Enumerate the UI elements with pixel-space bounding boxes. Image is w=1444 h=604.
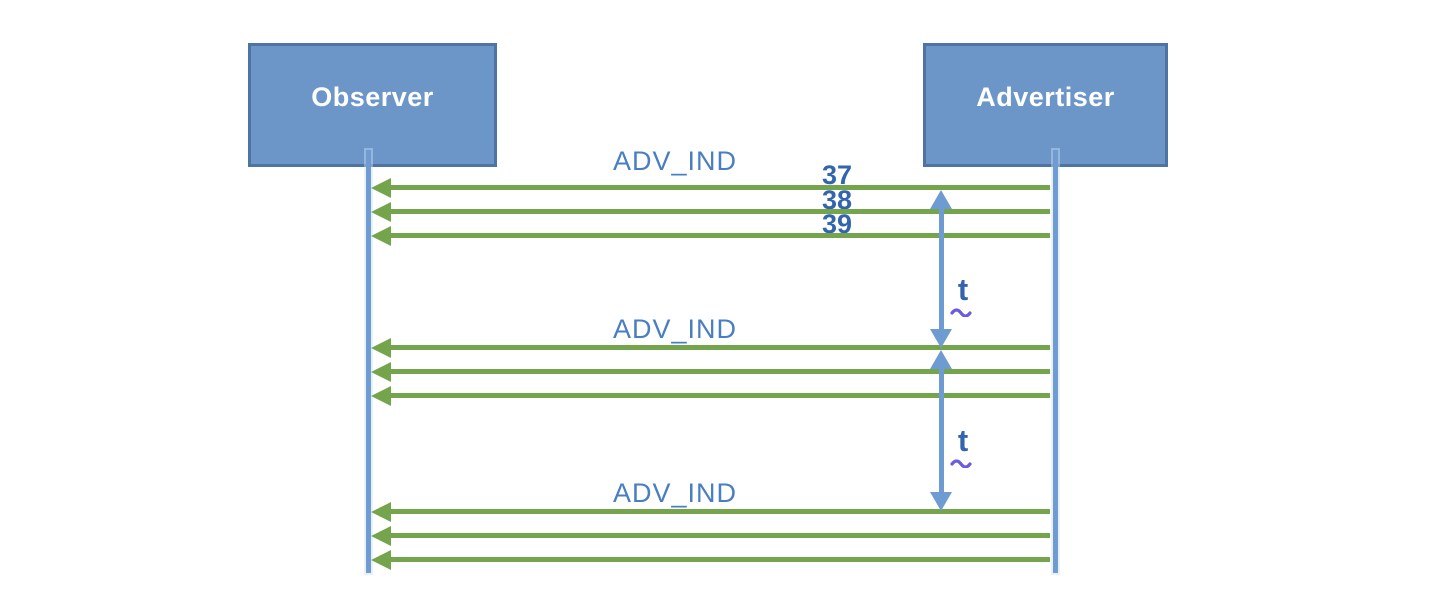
actor-label-observer: Observer	[311, 81, 434, 112]
interval-arrow-line	[939, 364, 944, 497]
arrow-shaft	[386, 509, 1050, 514]
squiggle-underline-icon	[950, 308, 972, 317]
event-label-3: ADV_IND	[613, 478, 738, 508]
interval-arrow-2	[930, 350, 953, 511]
arrowhead-up-icon	[930, 350, 952, 369]
interval-label-2: t	[946, 423, 980, 468]
arrowhead-left-icon	[371, 502, 391, 522]
event-label-2: ADV_IND	[613, 314, 738, 344]
arrowhead-down-icon	[930, 329, 952, 348]
message-arrow-event2-3	[371, 386, 1050, 406]
arrowhead-left-icon	[371, 362, 391, 382]
message-arrow-event1-ch37	[371, 178, 1050, 198]
actor-box-observer: Observer	[248, 43, 497, 167]
arrow-shaft	[386, 557, 1050, 562]
arrow-shaft	[386, 369, 1050, 374]
actor-label-advertiser: Advertiser	[976, 81, 1115, 112]
actor-box-advertiser: Advertiser	[923, 43, 1168, 167]
arrow-shaft	[386, 393, 1050, 398]
arrow-shaft	[386, 533, 1050, 538]
interval-arrow-line	[939, 204, 944, 334]
arrowhead-left-icon	[371, 526, 391, 546]
advertiser-lifeline	[1053, 150, 1058, 573]
arrowhead-down-icon	[930, 492, 952, 511]
arrow-shaft	[386, 185, 1050, 190]
event-label-1: ADV_IND	[613, 146, 738, 176]
arrowhead-up-icon	[930, 190, 952, 209]
observer-lifeline	[366, 150, 371, 573]
interval-t-text: t	[957, 423, 969, 458]
arrow-shaft	[386, 233, 1050, 238]
message-arrow-event2-1	[371, 338, 1050, 358]
arrowhead-left-icon	[371, 386, 391, 406]
interval-t-text: t	[957, 272, 969, 307]
arrowhead-left-icon	[371, 202, 391, 222]
message-arrow-event3-2	[371, 526, 1050, 546]
arrowhead-left-icon	[371, 226, 391, 246]
message-arrow-event3-3	[371, 550, 1050, 570]
arrowhead-left-icon	[371, 178, 391, 198]
arrowhead-left-icon	[371, 550, 391, 570]
arrow-shaft	[386, 345, 1050, 350]
arrow-shaft	[386, 209, 1050, 214]
arrowhead-left-icon	[371, 338, 391, 358]
message-arrow-event1-ch38	[371, 202, 1050, 222]
message-arrow-event2-2	[371, 362, 1050, 382]
interval-arrow-1	[930, 190, 953, 348]
channel-number-37: 37	[821, 160, 852, 190]
squiggle-underline-icon	[950, 459, 972, 468]
message-arrow-event1-ch39	[371, 226, 1050, 246]
interval-label-1: t	[946, 272, 980, 317]
message-arrow-event3-1	[371, 502, 1050, 522]
